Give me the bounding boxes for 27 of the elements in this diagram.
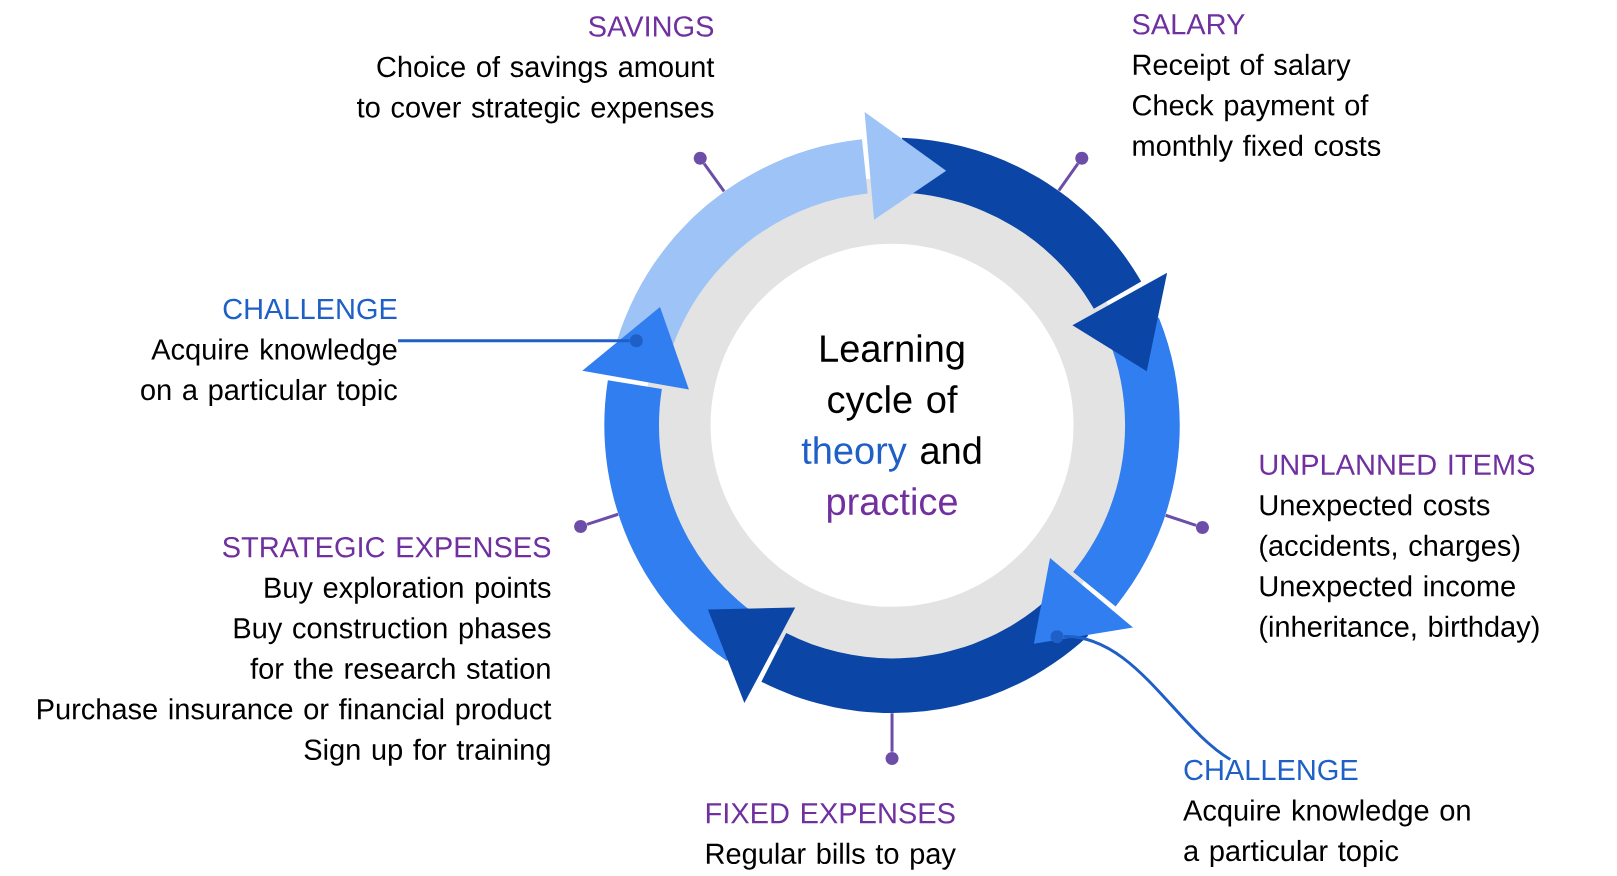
body-text: Choice of savings amount to cover strategic expenses — [357, 55, 715, 124]
section-heading: FIXED EXPENSES — [706, 803, 955, 824]
body-text: Buy construction phases for the research station — [234, 617, 551, 679]
leader-line — [702, 162, 726, 193]
section-heading: SALARY — [1132, 14, 1245, 35]
body-text: Purchase insurance or financial product — [38, 698, 552, 726]
leader-line — [1057, 162, 1080, 192]
section-heading: CHALLENGE — [223, 298, 397, 320]
section-heading: UNPLANNED ITEMS — [1260, 454, 1535, 475]
body-text: Regular bills to pay — [706, 842, 956, 870]
body-text: Sign up for training — [304, 738, 550, 766]
leader-line — [586, 512, 619, 526]
body-text: Receipt of salary — [1133, 53, 1351, 81]
body-text: Unexpected costs (accidents, charges) — [1260, 494, 1520, 562]
cycle-title: theory — [801, 436, 907, 472]
cycle-title: practice — [827, 487, 957, 523]
body-text: Acquire knowledge on a particular topic — [141, 338, 398, 406]
body-text: Check payment of monthly fixed costs — [1132, 94, 1381, 162]
section-heading: SAVINGS — [589, 16, 714, 37]
cycle-title: and — [921, 436, 981, 465]
body-text: Buy exploration points — [265, 576, 551, 604]
section-heading: CHALLENGE — [1184, 759, 1358, 781]
body-text: Unexpected income (inheritance, birthday) — [1260, 575, 1539, 643]
leader-line — [1165, 513, 1197, 527]
section-heading: STRATEGIC EXPENSES — [223, 536, 551, 558]
leader-line — [890, 713, 894, 752]
body-text: Acquire knowledge on a particular topic — [1183, 799, 1470, 867]
